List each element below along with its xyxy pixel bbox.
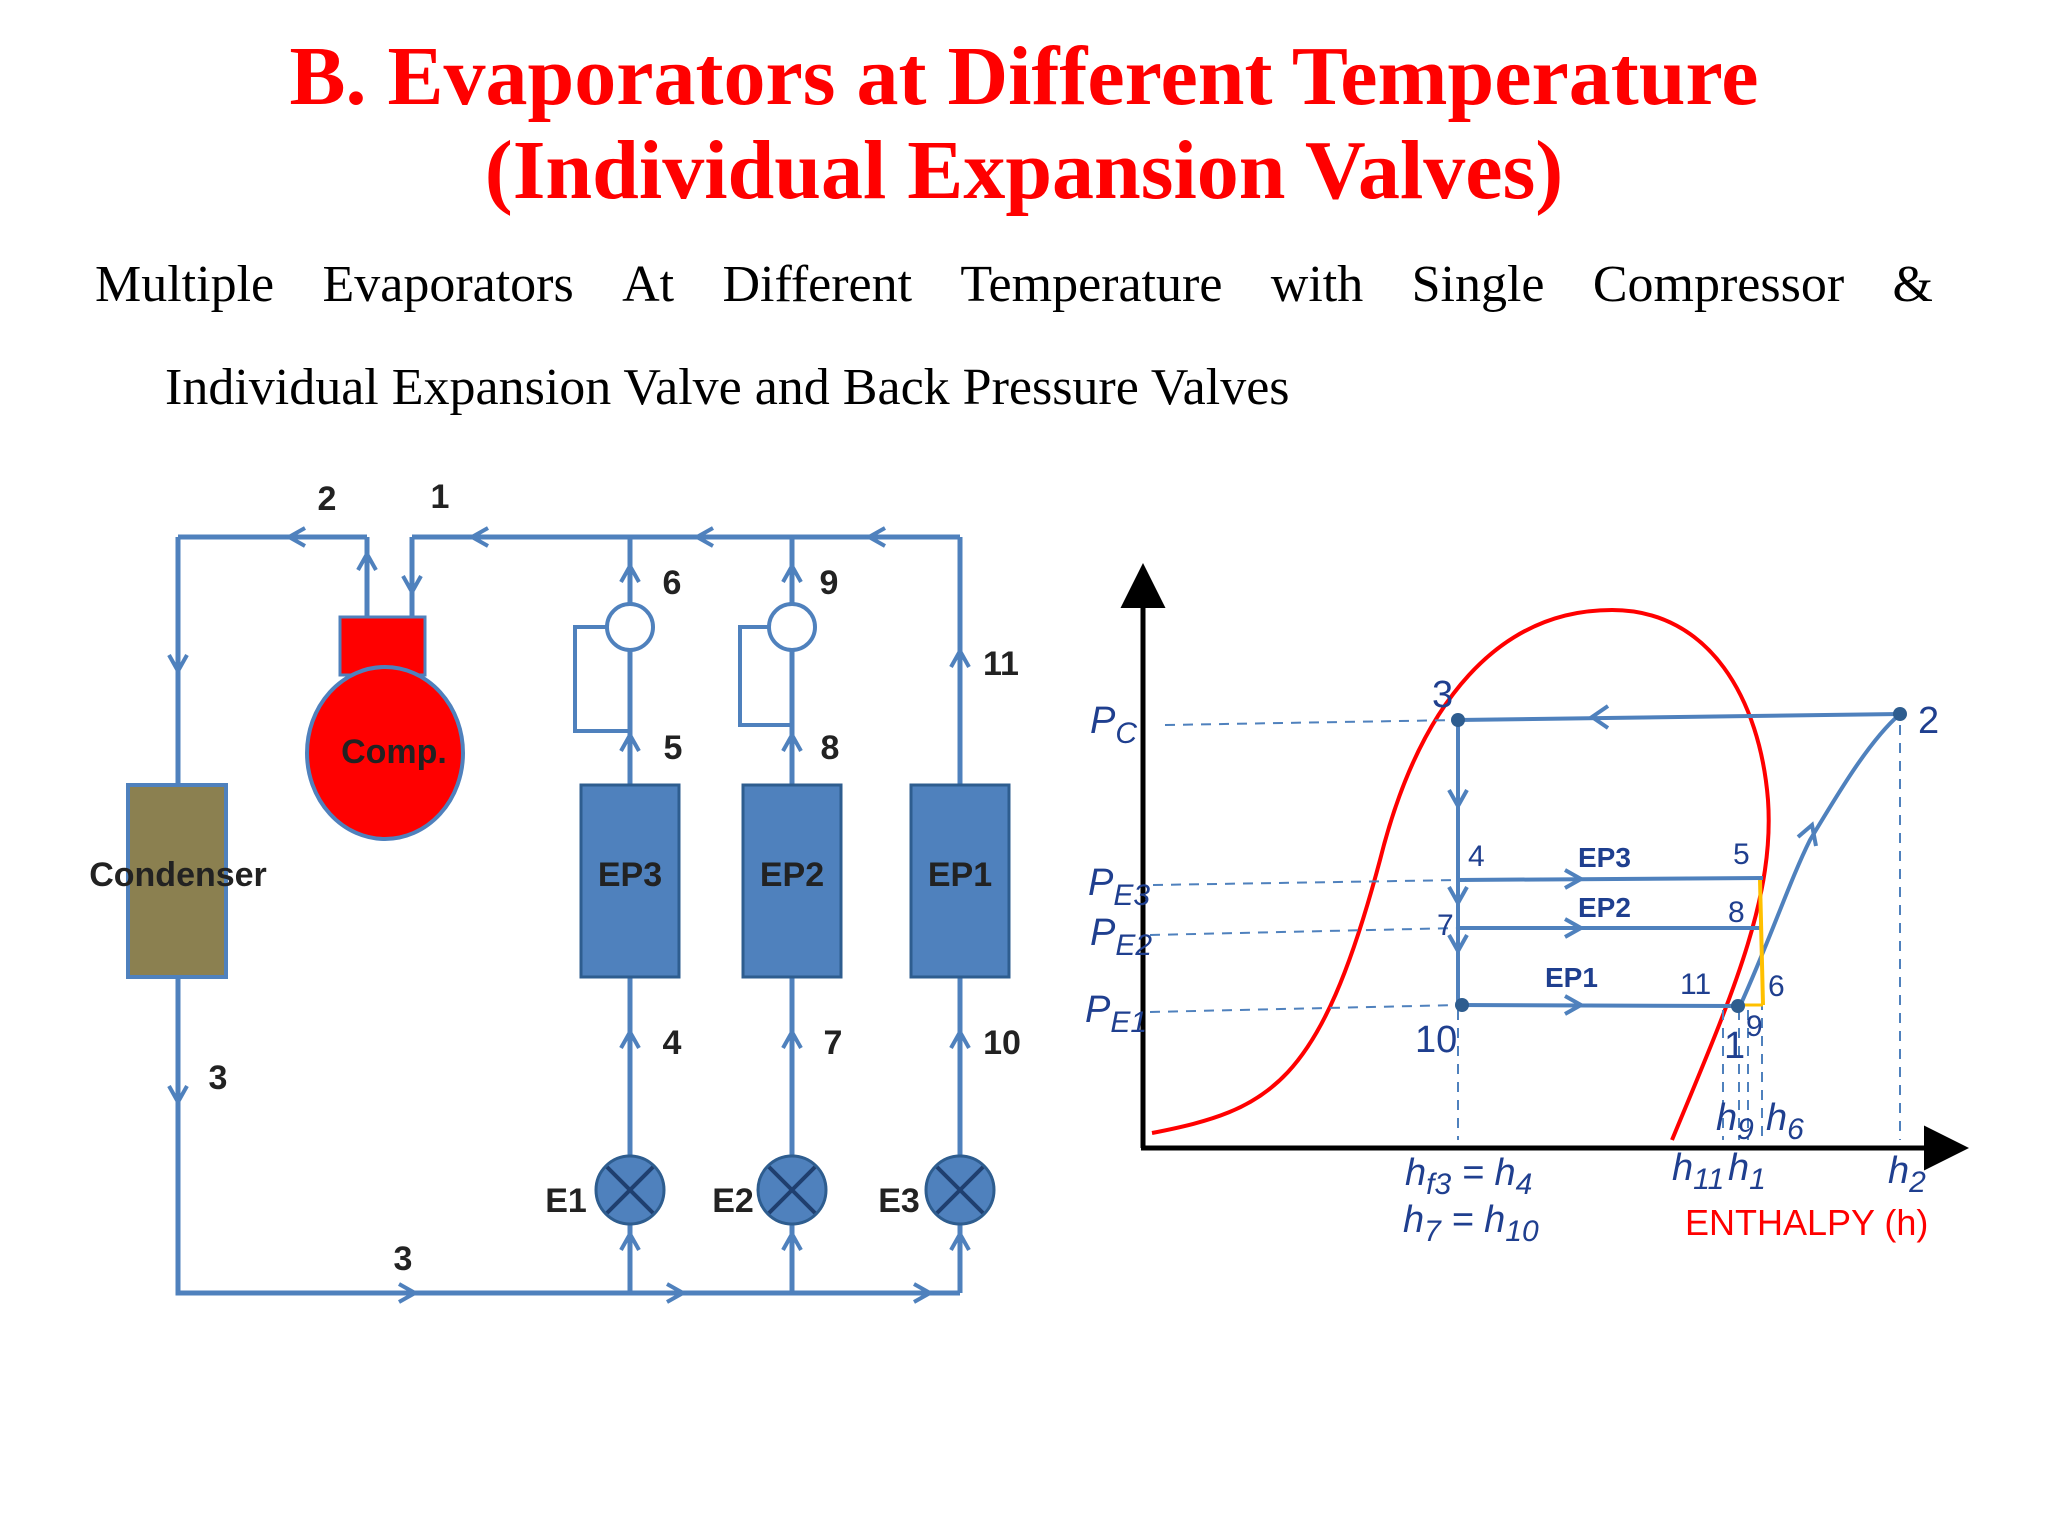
state-label: 3 (394, 1240, 413, 1278)
state-label: 5 (664, 729, 683, 767)
subtitle-word: Compressor (1592, 256, 1845, 313)
h-label-h1: h1 (1728, 1147, 1766, 1196)
evaporator-ep2: EP2 (741, 783, 843, 979)
subtitle-word: Temperature (960, 256, 1223, 313)
compressor: Comp. (305, 615, 465, 841)
h-label-h9: h9 (1716, 1097, 1754, 1146)
ph-point-label: 4 (1468, 840, 1485, 873)
subtitle-line-2: Individual Expansion Valve and Back Pres… (165, 359, 1290, 416)
ph-point-label: 1 (1724, 1025, 1745, 1067)
subtitle-word: Evaporators (322, 256, 574, 313)
subtitle-word: Single (1411, 256, 1545, 313)
evaporator-label: EP2 (760, 856, 824, 894)
compression-line (1738, 712, 1902, 1007)
state-label: 8 (821, 729, 840, 767)
expansion-valve-e3: E3 (878, 1154, 996, 1226)
process-arrows (1447, 704, 1818, 1016)
ph-process-label: EP2 (1578, 892, 1631, 923)
h-label-h2: h2 (1888, 1150, 1926, 1199)
ph-point-label: 10 (1415, 1019, 1457, 1061)
evaporator-ep1: EP1 (909, 783, 1011, 979)
valve-label: E2 (712, 1182, 754, 1220)
state-label: 10 (983, 1024, 1021, 1062)
state-label: 4 (663, 1024, 682, 1062)
subtitle-word: Multiple (95, 256, 275, 313)
cycle-processes (1456, 712, 1902, 1008)
state-point-10 (1455, 998, 1469, 1012)
h-label-h11: h11 (1672, 1147, 1724, 1196)
title-line-1: B. Evaporators at Different Temperature (289, 30, 1759, 123)
ph-point-label: 5 (1733, 838, 1750, 871)
state-label: 1 (431, 478, 450, 516)
back-pressure-valve-ep3 (605, 602, 655, 652)
subtitle-word: Different (722, 256, 913, 313)
evaporator-label: EP1 (928, 856, 992, 894)
state-label: 3 (209, 1059, 228, 1097)
condensation-line (1457, 712, 1901, 722)
subtitle-word: At (622, 256, 675, 313)
subtitle-word: with (1270, 256, 1364, 313)
schematic-state-labels: 2 1 6 9 11 5 8 4 7 10 3 3 (209, 478, 1021, 1278)
condenser-label: Condenser (89, 856, 267, 894)
ph-process-label: EP3 (1578, 842, 1631, 873)
state-point-2 (1893, 707, 1907, 721)
title-line-2: (Individual Expansion Valves) (484, 124, 1564, 217)
state-label: 7 (824, 1024, 843, 1062)
enthalpy-axis-label: ENTHALPY (h) (1685, 1202, 1928, 1243)
ph-diagram: PC PE3 PE2 PE1 3 2 10 4 5 7 8 6 11 1 9 E… (1085, 563, 1969, 1248)
state-label: 6 (663, 564, 682, 602)
back-pressure-valve-ep2 (767, 602, 817, 652)
compressor-label: Comp. (341, 733, 447, 771)
state-label: 9 (820, 564, 839, 602)
flow-arrows (167, 526, 971, 1304)
expansion-valve-e1: E1 (545, 1154, 666, 1226)
slide-title: B. Evaporators at Different Temperature … (0, 30, 2048, 218)
evaporator-ep3: EP3 (579, 783, 681, 979)
evaporation-ep1 (1457, 1003, 1739, 1008)
condenser: Condenser (89, 783, 267, 979)
h-label-h7-h10: h7 = h10 (1403, 1199, 1539, 1248)
expansion-valve-e2: E2 (712, 1154, 828, 1226)
pressure-guides (1149, 719, 1901, 1140)
pc-label: PC (1090, 700, 1137, 750)
bpv-bypass-ep3 (573, 625, 630, 733)
h-label-hf3-h4: hf3 = h4 (1405, 1152, 1532, 1201)
pe3-label: PE3 (1088, 862, 1150, 912)
ph-point-label: 6 (1768, 970, 1785, 1003)
ph-point-label: 11 (1680, 968, 1711, 1001)
bpv-throttling-highlight (1758, 879, 1765, 1006)
ph-point-label: 2 (1918, 700, 1939, 742)
state-point-1 (1731, 999, 1745, 1013)
subtitle-word: & (1892, 256, 1933, 313)
refrigeration-schematic (175, 534, 963, 1296)
saturation-dome (1151, 607, 1771, 1141)
state-point-3 (1451, 713, 1465, 727)
bpv-bypass-ep2 (738, 625, 792, 727)
subtitle-line-1: Multiple Evaporators At Different Temper… (95, 255, 1933, 314)
pipe-left-lower (175, 977, 960, 1296)
ph-process-label: EP1 (1545, 962, 1598, 993)
state-label: 11 (983, 645, 1019, 683)
valve-label: E3 (878, 1182, 920, 1220)
h-label-h6: h6 (1766, 1097, 1804, 1146)
evaporator-label: EP3 (598, 856, 662, 894)
ph-point-label: 3 (1432, 674, 1453, 716)
ph-point-label: 8 (1728, 896, 1745, 929)
valve-label: E1 (545, 1182, 587, 1220)
pe1-label: PE1 (1085, 989, 1147, 1039)
ph-point-label: 7 (1437, 909, 1454, 942)
ph-point-label: 9 (1746, 1010, 1763, 1043)
state-label: 2 (318, 480, 337, 518)
pe2-label: PE2 (1090, 912, 1152, 962)
evaporation-ep3 (1457, 876, 1764, 882)
